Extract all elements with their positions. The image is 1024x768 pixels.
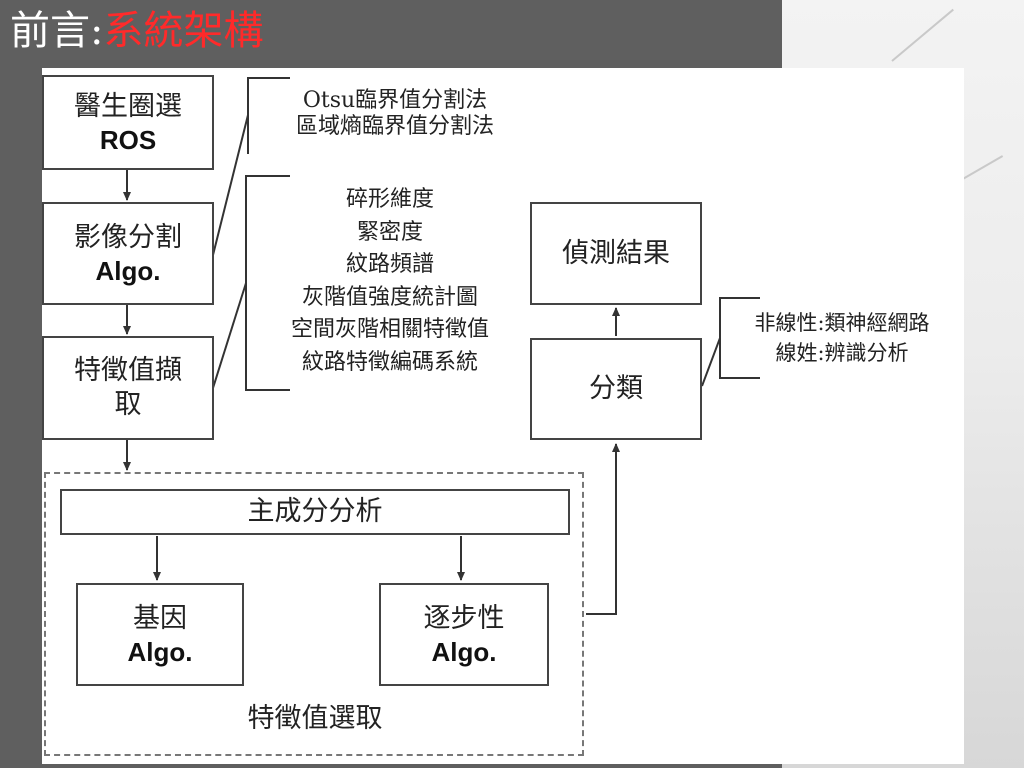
- leader-seg: [212, 114, 249, 256]
- pca-box: 主成分分析: [60, 489, 570, 535]
- title-separator: :: [90, 8, 104, 54]
- segmentation-box-label: 影像分割: [74, 221, 182, 253]
- feature-method-texture-spectrum: 紋路頻譜: [345, 252, 434, 277]
- leader-classify: [701, 337, 721, 387]
- seg-method-otsu: Otsu臨界值分割法: [302, 88, 488, 113]
- classify-box-label: 分類: [589, 373, 643, 404]
- segmentation-box: 影像分割 Algo.: [42, 202, 214, 305]
- classify-methods: 非線性:類神經網路 線姓:辨識分析: [724, 308, 960, 368]
- pca-box-label: 主成分分析: [247, 496, 383, 527]
- seg-method-entropy: 區域熵臨界值分割法: [295, 114, 494, 139]
- ros-box-algo: ROS: [99, 124, 157, 155]
- genetic-box-algo: Algo.: [127, 636, 193, 667]
- classify-box: 分類: [530, 338, 702, 440]
- feature-selection-label: 特徵值選取: [247, 703, 383, 734]
- title-prefix: 前言: [10, 8, 90, 54]
- bracket-seg-methods: [247, 77, 290, 154]
- feature-extraction-line2: 取: [114, 389, 142, 420]
- feature-method-cooccurrence: 空間灰階相關特徵值: [290, 317, 489, 342]
- segmentation-methods: Otsu臨界值分割法 區域熵臨界值分割法: [260, 88, 530, 140]
- stepwise-box-algo: Algo.: [431, 636, 497, 667]
- feature-method-fractal: 碎形維度: [345, 187, 434, 212]
- feature-methods: 碎形維度 緊密度 紋路頻譜 灰階值強度統計圖 空間灰階相關特徵值 紋路特徵編碼系…: [254, 184, 526, 379]
- classify-method-linear: 線姓:辨識分析: [775, 341, 909, 365]
- genetic-algo-box: 基因 Algo.: [76, 583, 244, 686]
- result-box-label: 偵測結果: [562, 237, 670, 269]
- stepwise-box-label: 逐步性: [423, 602, 505, 634]
- segmentation-box-algo: Algo.: [95, 255, 161, 286]
- classify-method-nonlinear: 非線性:類神經網路: [754, 311, 930, 335]
- title-highlight: 系統架構: [103, 8, 264, 54]
- feature-selection-group: [44, 472, 584, 756]
- slide-title: 前言:系統架構: [10, 6, 263, 56]
- result-box: 偵測結果: [530, 202, 702, 305]
- arrow-stepwise-to-classify: [586, 443, 620, 615]
- ros-box-label: 醫生圈選: [74, 90, 182, 122]
- feature-method-texture-coding: 紋路特徵編碼系統: [301, 349, 478, 375]
- feature-method-histogram: 灰階值強度統計圖: [301, 284, 478, 310]
- feature-method-compactness: 緊密度: [356, 219, 423, 245]
- ros-box: 醫生圈選 ROS: [42, 75, 214, 170]
- feature-extraction-box: 特徵值擷 取: [42, 336, 214, 440]
- leader-feature: [212, 282, 247, 389]
- genetic-box-label: 基因: [133, 602, 187, 634]
- feature-extraction-line1: 特徵值擷: [74, 355, 182, 386]
- stepwise-algo-box: 逐步性 Algo.: [379, 583, 549, 686]
